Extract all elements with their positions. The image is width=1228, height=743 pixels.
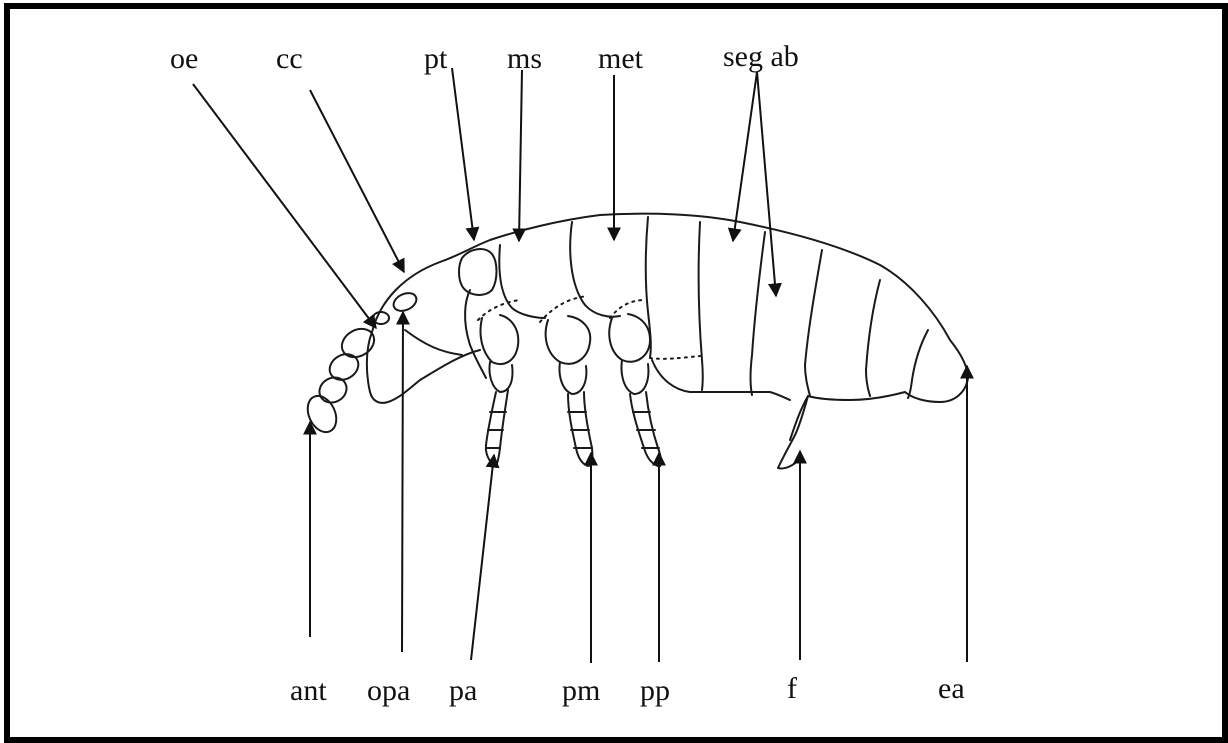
pt-arrow [452,68,474,240]
label-cc: cc [276,42,303,75]
middle-leg [546,316,593,466]
label-seg-ab: seg ab [723,40,799,73]
top-labels: oe cc pt ms met seg ab [170,40,799,75]
postantennal-organ [391,290,420,315]
bottom-arrows [310,312,967,663]
label-opa: opa [367,674,410,707]
mesothorax-boundary [499,245,545,318]
top-arrows [193,68,776,328]
ocular-patch [373,312,389,324]
front-leg [480,315,518,466]
label-pa: pa [449,674,477,707]
seg-ab-arrow-2 [757,72,776,296]
oe-arrow [193,84,376,328]
ms-arrow [519,70,522,241]
opa-arrow [402,312,403,652]
bottom-labels: ant opa pa pm pp f ea [290,672,965,707]
body-outline [372,214,968,440]
label-ea: ea [938,672,965,705]
label-f: f [787,672,797,705]
cc-arrow [310,90,404,272]
label-pm: pm [562,674,600,707]
label-oe: oe [170,42,198,75]
hind-leg [609,314,661,466]
head-neck-line [465,290,486,378]
pa-arrow [471,455,494,660]
label-pp: pp [640,674,670,707]
pronotum [459,249,497,295]
label-ant: ant [290,674,327,707]
metathorax-boundary-front [570,222,620,317]
seg-ab-arrow-1 [733,72,757,241]
label-met: met [598,42,644,75]
label-ms: ms [507,42,542,75]
head-inner-line [405,330,462,355]
label-pt: pt [424,42,448,75]
